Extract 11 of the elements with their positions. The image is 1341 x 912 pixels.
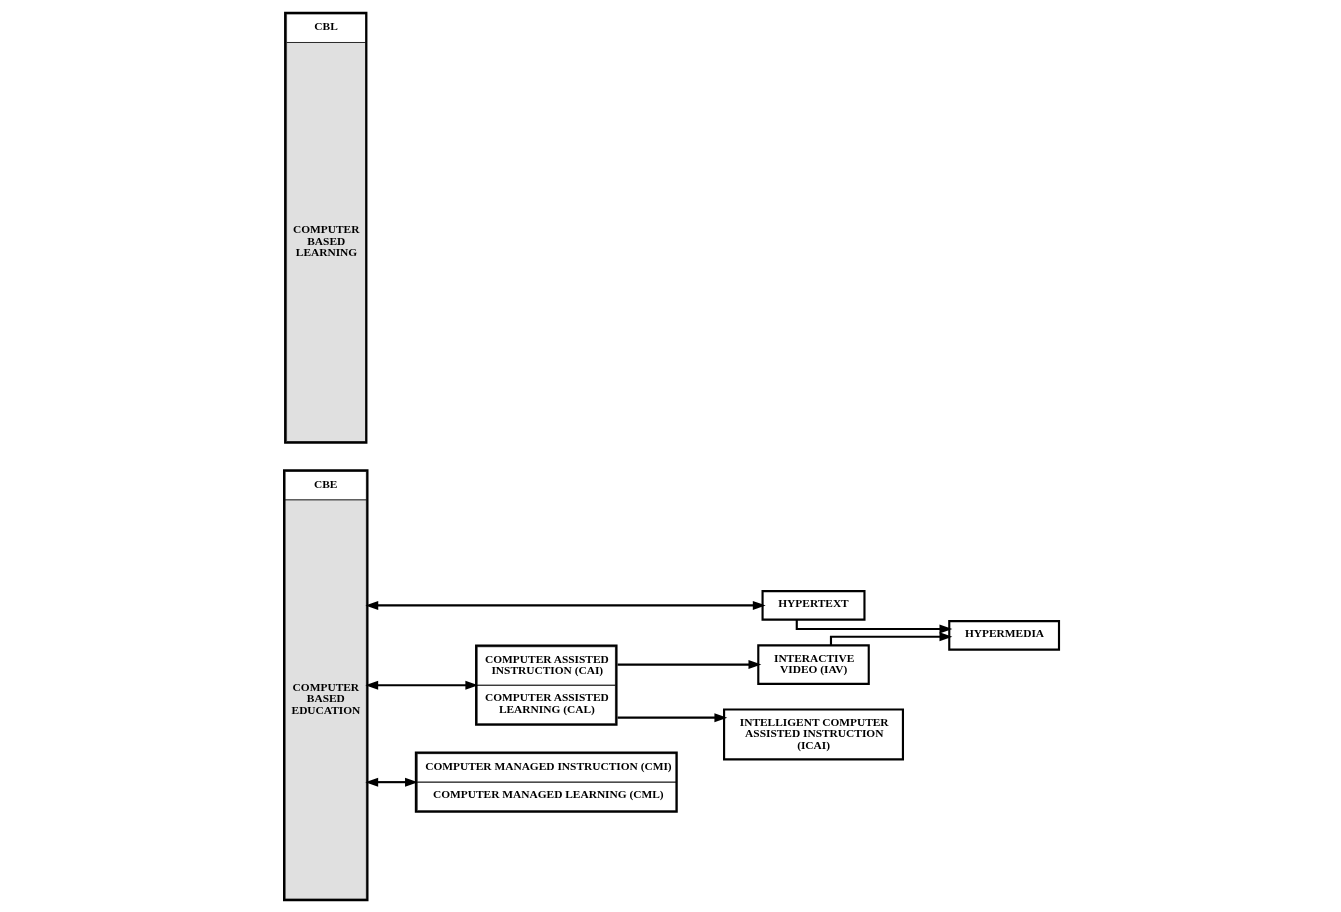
arrow [829, 631, 952, 645]
node-box: INTELLIGENT COMPUTER ASSISTED INSTRUCTION (ICAI) [722, 707, 904, 760]
arrow [364, 680, 478, 690]
node-box: HYPERMEDIA [947, 619, 1060, 651]
arrow [364, 600, 766, 610]
arrow [617, 659, 761, 669]
node-box: INTERACTIVE VIDEO (IAV) [756, 643, 870, 685]
arrow [795, 619, 952, 633]
node-box: HYPERTEXT [761, 589, 866, 621]
arrow [617, 712, 727, 722]
arrow [364, 777, 418, 787]
